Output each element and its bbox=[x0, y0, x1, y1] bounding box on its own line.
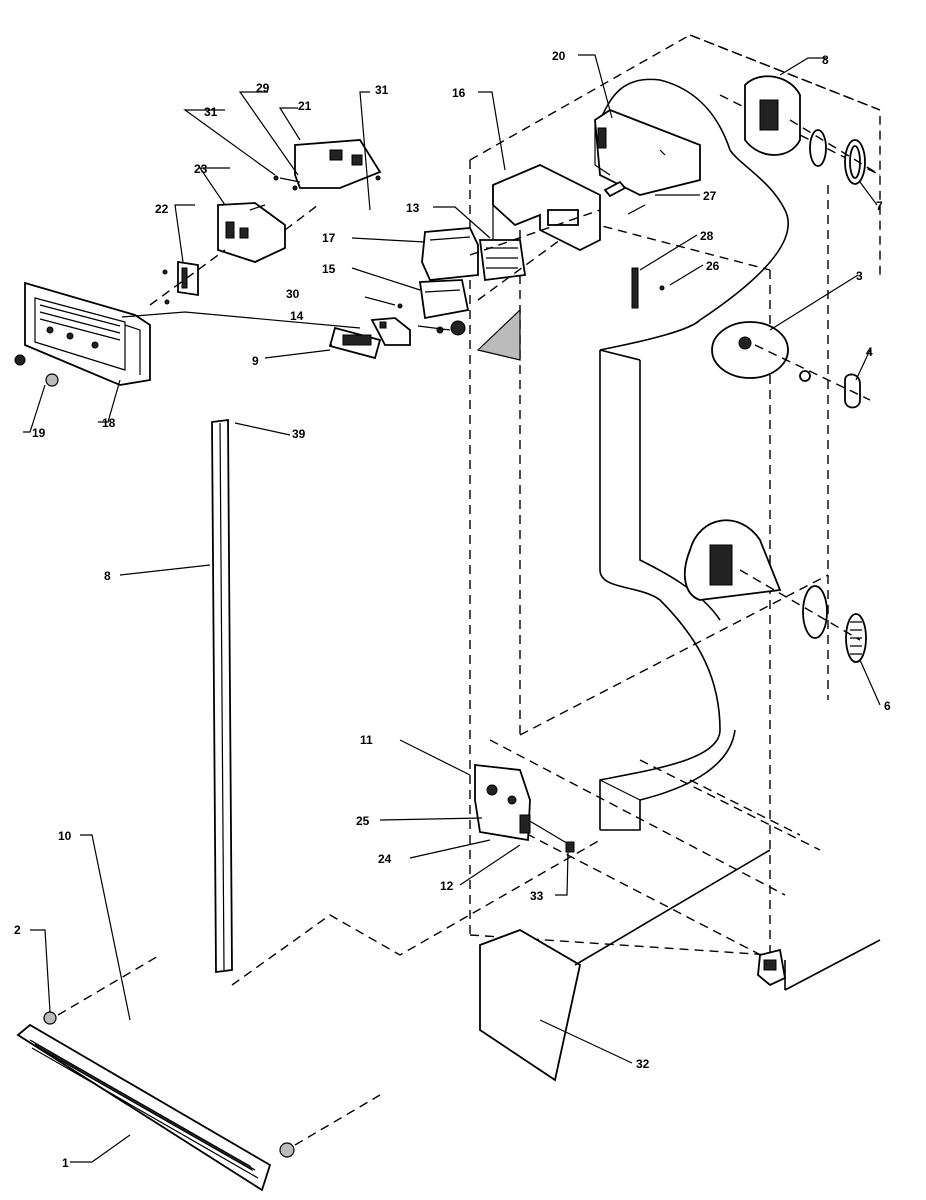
label-31-left: 31 bbox=[204, 105, 218, 119]
label-3: 3 bbox=[856, 269, 863, 283]
cover-32 bbox=[479, 849, 771, 1082]
dispenser-components bbox=[328, 227, 527, 360]
label-18: 18 bbox=[102, 416, 116, 430]
label-16: 16 bbox=[452, 86, 466, 100]
screws-19 bbox=[14, 354, 59, 387]
bracket-21 bbox=[273, 139, 382, 191]
label-2: 2 bbox=[14, 923, 21, 937]
light-lens bbox=[476, 308, 521, 361]
label-7: 7 bbox=[876, 199, 883, 213]
label-29: 29 bbox=[256, 81, 270, 95]
fan-housing-lower bbox=[683, 519, 867, 663]
fan-housing-upper bbox=[744, 75, 881, 185]
label-14: 14 bbox=[290, 309, 304, 323]
grille-leaders bbox=[57, 839, 601, 1146]
label-9: 9 bbox=[252, 354, 259, 368]
label-26: 26 bbox=[706, 259, 720, 273]
bracket-23 bbox=[217, 202, 286, 263]
lower-hinge-bracket bbox=[474, 763, 575, 853]
air-duct bbox=[599, 78, 789, 831]
label-11: 11 bbox=[360, 733, 373, 747]
screws-2 bbox=[43, 1011, 295, 1158]
callout-numbers: 1 2 10 8 39 19 18 22 23 29 21 31 31 9 14… bbox=[14, 49, 891, 1170]
dispenser-control-panel-18 bbox=[24, 281, 151, 386]
label-25: 25 bbox=[356, 814, 370, 828]
label-17: 17 bbox=[322, 231, 336, 245]
assembly-leaders bbox=[149, 204, 601, 306]
label-39: 39 bbox=[292, 427, 306, 441]
label-8-right: 8 bbox=[822, 53, 829, 67]
label-32: 32 bbox=[636, 1057, 650, 1071]
label-22: 22 bbox=[155, 202, 169, 216]
label-27: 27 bbox=[703, 189, 717, 203]
mullion-strip-8 bbox=[211, 418, 233, 974]
label-19: 19 bbox=[32, 426, 46, 440]
evaporator-cover-16 bbox=[492, 108, 701, 252]
thermostat-shroud-3 bbox=[711, 321, 871, 409]
base-grille-1 bbox=[16, 1023, 272, 1192]
label-23: 23 bbox=[194, 162, 208, 176]
label-6: 6 bbox=[884, 699, 891, 713]
label-13: 13 bbox=[406, 201, 420, 215]
label-28: 28 bbox=[700, 229, 714, 243]
corner-bracket bbox=[757, 948, 787, 987]
label-31-right: 31 bbox=[375, 83, 389, 97]
small-clips bbox=[603, 180, 665, 309]
callout-leaders bbox=[23, 54, 881, 1163]
label-20: 20 bbox=[552, 49, 566, 63]
label-30: 30 bbox=[286, 287, 300, 301]
label-10: 10 bbox=[58, 829, 72, 843]
label-12: 12 bbox=[440, 879, 454, 893]
label-33: 33 bbox=[530, 889, 544, 903]
label-4: 4 bbox=[866, 345, 873, 359]
label-8-left: 8 bbox=[104, 569, 111, 583]
cabinet-shell bbox=[784, 939, 881, 991]
label-21: 21 bbox=[298, 99, 312, 113]
label-1: 1 bbox=[62, 1156, 69, 1170]
label-15: 15 bbox=[322, 262, 336, 276]
label-24: 24 bbox=[378, 852, 392, 866]
